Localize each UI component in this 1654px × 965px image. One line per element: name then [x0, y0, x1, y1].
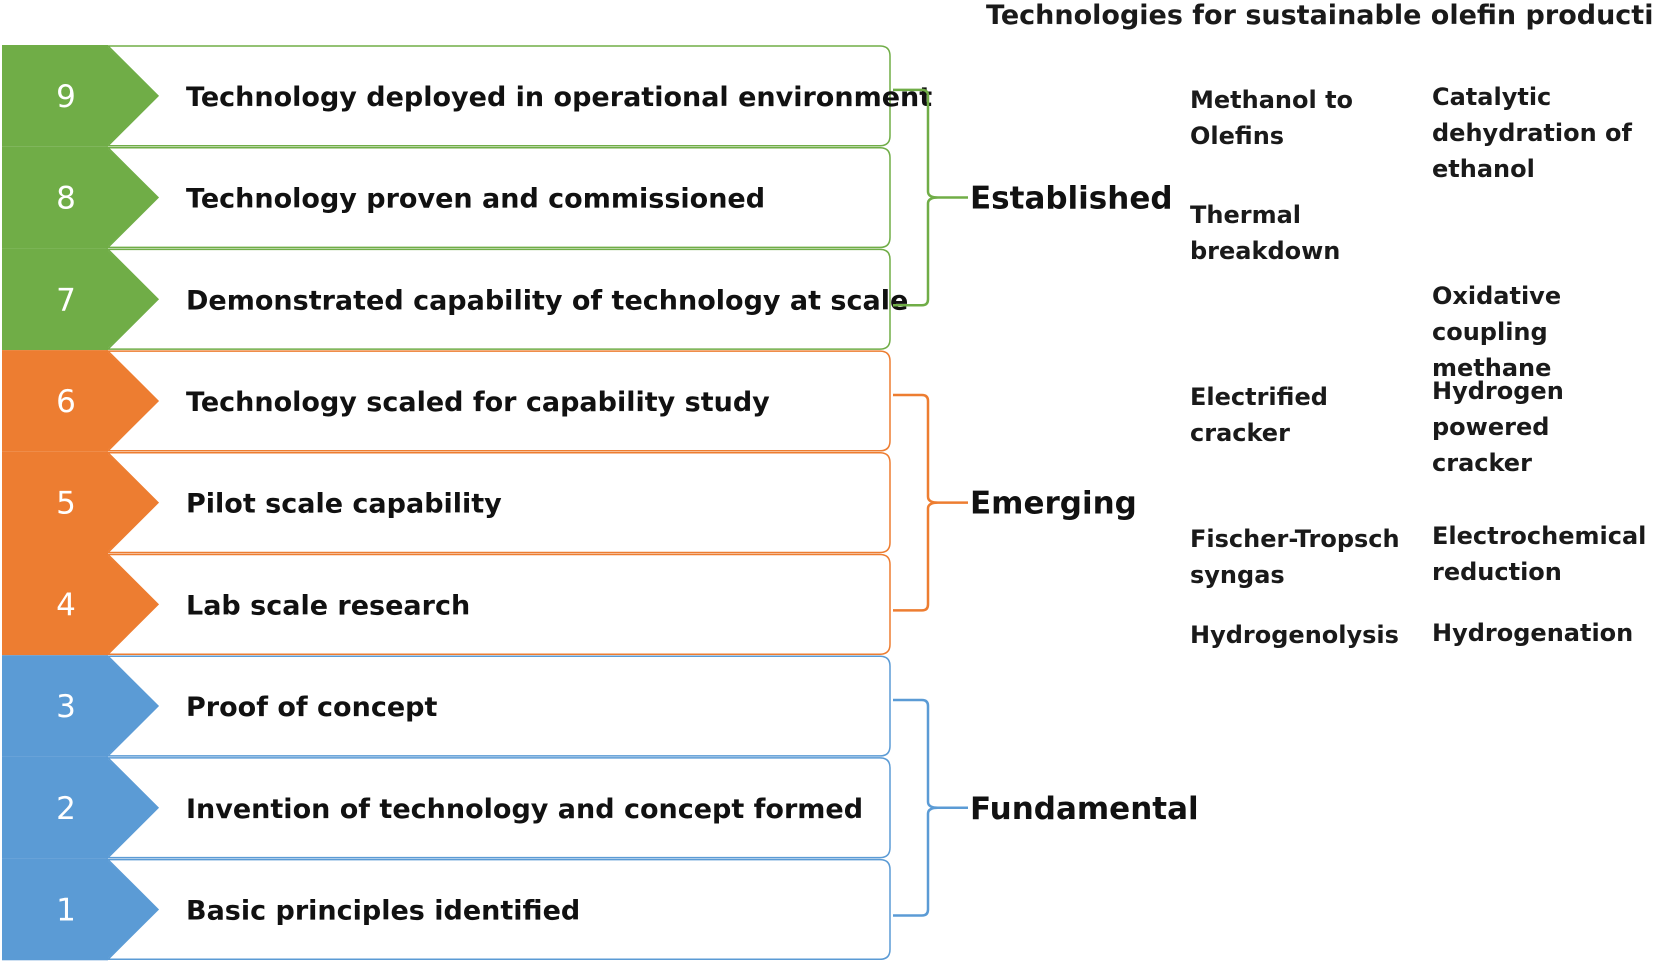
level-box — [106, 655, 891, 757]
group-bracket — [893, 698, 968, 917]
page-title: Technologies for sustainable olefin prod… — [986, 0, 1654, 31]
level-label: Demonstrated capability of technology at… — [186, 285, 908, 316]
level-number: 9 — [56, 79, 76, 115]
tech-catalytic-dehydration: Catalytic dehydration of ethanol — [1432, 83, 1632, 183]
level-box — [106, 350, 891, 452]
tech-hydrogenolysis: Hydrogenolysis — [1190, 621, 1399, 649]
level-strip — [2, 756, 108, 859]
level-number: 2 — [56, 791, 76, 827]
group-bracket — [893, 88, 968, 307]
level-arrow-tip — [106, 146, 158, 249]
group-label: Fundamental — [970, 791, 1199, 827]
tech-electrified-cracker: Electrified cracker — [1190, 383, 1328, 447]
level-arrow-tip — [106, 655, 158, 757]
tech-hydrogen-cracker: Hydrogen powered cracker — [1432, 377, 1564, 477]
level-number: 5 — [56, 486, 76, 522]
level-number: 4 — [56, 587, 76, 623]
level-arrow-tip — [106, 858, 158, 961]
level-strip — [2, 45, 108, 147]
level-arrow-tip — [106, 45, 158, 147]
level-number: 8 — [56, 181, 76, 217]
level-number: 6 — [56, 384, 76, 420]
level-label: Technology scaled for capability study — [186, 387, 770, 418]
level-label: Invention of technology and concept form… — [186, 794, 863, 825]
level-strip — [2, 655, 108, 757]
level-strip — [2, 146, 108, 249]
level-box — [106, 757, 891, 859]
level-number: 3 — [56, 689, 76, 725]
level-strip — [2, 248, 108, 351]
group-label: Emerging — [970, 486, 1137, 522]
level-arrow-tip — [106, 756, 158, 859]
level-label: Lab scale research — [186, 590, 470, 621]
level-strip — [2, 553, 108, 656]
level-box — [106, 858, 891, 961]
level-label: Technology deployed in operational envir… — [186, 82, 932, 113]
tech-oxidative-coupling: Oxidative coupling methane — [1432, 282, 1562, 382]
level-strip — [2, 858, 108, 961]
level-arrow-tip — [106, 248, 158, 351]
tech-fischer-tropsch: Fischer-Tropsch syngas — [1190, 525, 1400, 589]
level-strip — [2, 350, 108, 452]
tech-electrochemical-reduction: Electrochemical reduction — [1432, 522, 1647, 586]
level-arrow-tip — [106, 451, 158, 554]
level-arrow-tip — [106, 350, 158, 452]
tech-thermal-breakdown: Thermal breakdown — [1190, 201, 1341, 265]
level-box — [106, 553, 891, 655]
level-label: Basic principles identified — [186, 895, 580, 926]
level-arrow-tip — [106, 553, 158, 656]
tech-methanol-to-olefins: Methanol to Olefins — [1190, 86, 1354, 150]
level-box — [106, 146, 891, 249]
level-number: 1 — [56, 892, 76, 928]
tech-hydrogenation: Hydrogenation — [1432, 619, 1634, 647]
level-box — [106, 45, 891, 147]
level-strip — [2, 451, 108, 554]
level-number: 7 — [56, 282, 76, 318]
level-label: Proof of concept — [186, 692, 437, 723]
level-label: Pilot scale capability — [186, 489, 502, 520]
level-label: Technology proven and commissioned — [186, 184, 765, 215]
group-label: Established — [970, 181, 1173, 217]
group-bracket — [893, 393, 968, 612]
level-box — [106, 452, 891, 554]
level-box — [106, 248, 891, 350]
